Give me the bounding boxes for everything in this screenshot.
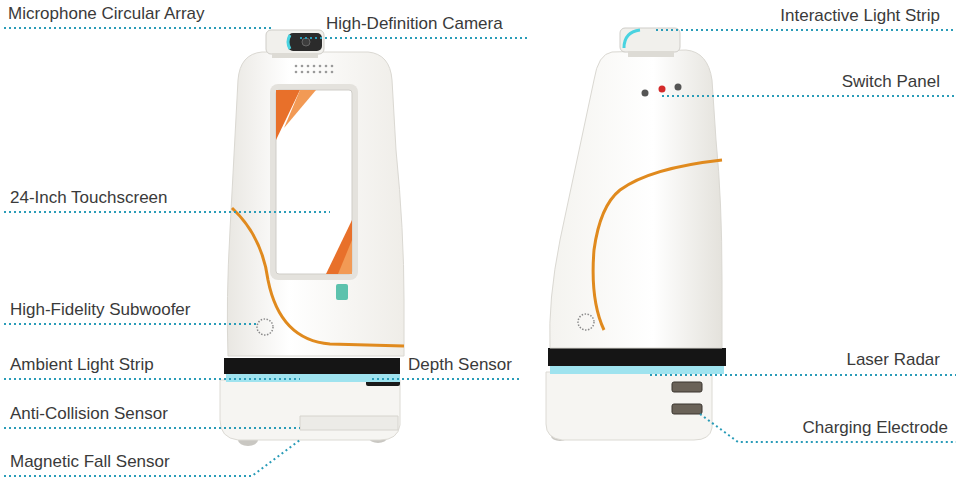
callout-label: 24-Inch Touchscreen: [10, 188, 168, 208]
callout-label: Depth Sensor: [408, 355, 512, 375]
leader-lines: [4, 28, 956, 476]
callout-label: High-Fidelity Subwoofer: [10, 300, 190, 320]
callout-label: Switch Panel: [842, 72, 940, 92]
callout-label: Magnetic Fall Sensor: [10, 452, 170, 472]
callout-label: High-Definition Camera: [326, 14, 503, 34]
callout-label: Laser Radar: [846, 350, 940, 370]
callout-label: Charging Electrode: [802, 418, 948, 438]
callout-label: Microphone Circular Array: [8, 4, 205, 24]
callout-label: Anti-Collision Sensor: [10, 404, 168, 424]
callout-label: Ambient Light Strip: [10, 355, 154, 375]
rear-robot: [546, 28, 726, 441]
front-robot: [220, 30, 404, 446]
callout-label: Interactive Light Strip: [780, 6, 940, 26]
